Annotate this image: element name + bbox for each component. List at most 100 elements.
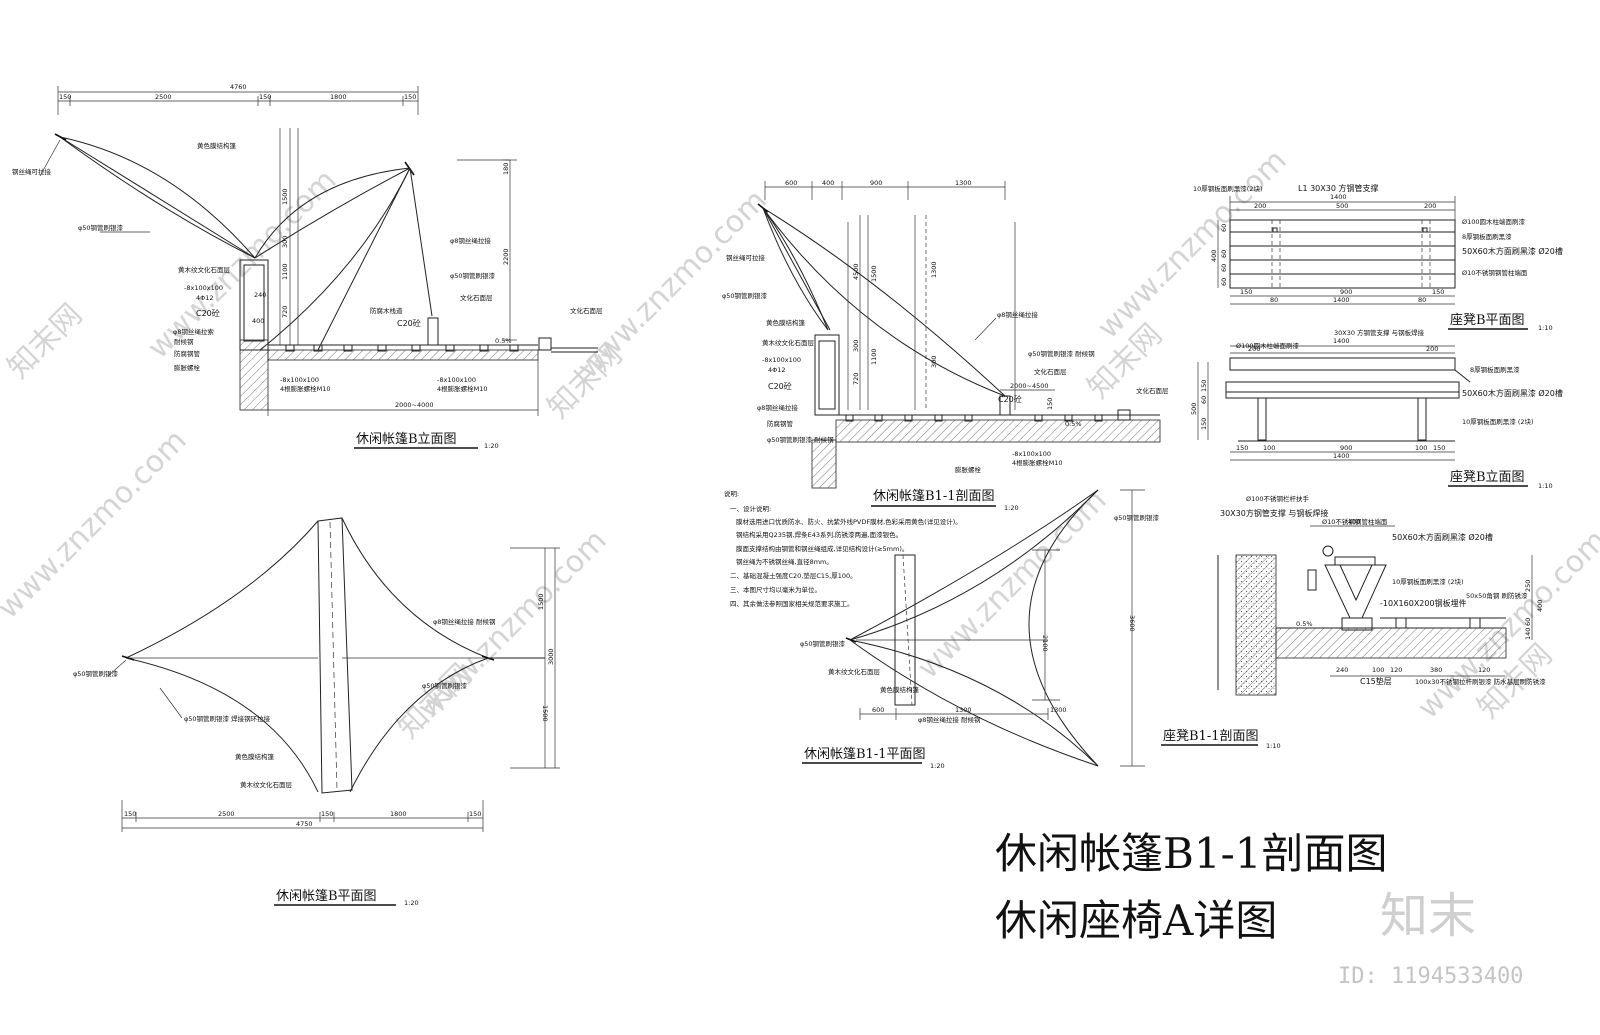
- bench-sec-label-rail: Ø100不锈钢栏杆扶手: [1246, 494, 1310, 503]
- elev-b-dim-bottom: 2000~4000: [395, 401, 434, 409]
- elev-b-dim-v4: 720: [281, 306, 289, 318]
- watermark-brand-1: 知末网: [1, 297, 89, 385]
- sec-b1-label-c20-r: C20砼: [998, 394, 1022, 404]
- bench-elev-dim-b2: 100: [1263, 444, 1275, 452]
- plan-b-drawing: 1500 3000 1500 150 2500 150 1800 150 475…: [73, 517, 560, 907]
- sec-b1-dim-v8: 150: [1046, 398, 1054, 410]
- elev-b-label-plate: -8x100x100: [184, 284, 223, 292]
- plan-b1-label-pipe-t: φ50钢管刷银漆: [1114, 513, 1160, 522]
- sec-b1-label-c20: C20砼: [768, 381, 792, 391]
- sec-b1-slope: 0.5%: [1065, 420, 1082, 428]
- elev-b-label-deck: 防腐木栈道: [370, 306, 403, 315]
- bench-sec-dim-b1: 240: [1336, 666, 1348, 674]
- bench-sec-label-angle: 50x50角钢 刷防锈漆: [1466, 591, 1528, 600]
- plan-b-label-stone: 黄木纹文化石面层: [240, 780, 293, 789]
- plan-b-label-pipe-r: φ50钢管刷银漆: [422, 681, 468, 690]
- elev-b-label-400: 400: [252, 317, 264, 325]
- bench-plan-label-tube: L1 30X30 方钢管支撑: [1298, 183, 1378, 193]
- elev-b-label-stone-far: 文化石面层: [570, 306, 603, 315]
- elev-b-label-steel: 耐候钢: [174, 337, 194, 346]
- sec-b1-label-plate-r: -8x100x100: [1012, 450, 1051, 458]
- bench-sec-dim-b4: 380: [1430, 666, 1442, 674]
- watermark-id: ID: 1194533400: [1338, 964, 1523, 989]
- elev-b-label-plate-r: -8x100x100: [437, 376, 476, 384]
- plan-b-dim-4: 1800: [390, 810, 407, 818]
- watermark-logo: 知末: [1380, 888, 1476, 944]
- bench-elev-dim-l4: 150: [1200, 418, 1208, 430]
- bench-sec-label-post: Ø10不锈钢钢管柱端面: [1322, 517, 1388, 526]
- bench-sec-dim-r4: 140: [1524, 628, 1532, 640]
- bench-sec-scale: 1:10: [1266, 742, 1281, 750]
- sec-b1-label-cable: 钢丝绳可拉接: [726, 253, 766, 262]
- elev-b-label-240: 240: [254, 291, 266, 299]
- plan-b-dim-2: 2500: [218, 810, 235, 818]
- bench-sec-dim-top: 400: [1348, 518, 1360, 526]
- sec-b1-scale: 1:20: [1004, 504, 1019, 512]
- elev-b-dim-v3: 300: [281, 236, 289, 248]
- plan-b1-dim-v1: 2100: [1041, 635, 1049, 652]
- bench-sec-label-embed: -10X160X200钢板埋件: [1380, 598, 1467, 608]
- sec-b1-dim-v3: 1300: [930, 261, 938, 278]
- plan-b-dim-total: 4750: [296, 820, 313, 828]
- sec-b1-dim-v6: 720: [852, 373, 860, 385]
- bench-elev-dim-b1: 150: [1236, 444, 1248, 452]
- bench-sec-label-plate: 10厚钢板面刷黑漆 (2块): [1392, 577, 1464, 586]
- watermark-site-1: www.znzmo.com: [141, 163, 344, 366]
- sec-b1-label-plate: -8x100x100: [762, 356, 801, 364]
- bench-elev-dim-l3: 500: [1190, 403, 1198, 415]
- bench-elevation-drawing: 1400 200 200 150 100 900 100 150 1400 15…: [1190, 328, 1563, 490]
- bench-elev-dim-b4: 100: [1415, 444, 1427, 452]
- elev-b-deck-supports: [285, 344, 519, 352]
- bench-sec-dim-r1: 250: [1524, 580, 1532, 592]
- sec-b1-dim-v1: 4500: [852, 263, 860, 280]
- notes-line-2: 膜材选用进口优质防水、防火、抗紫外线PVDF膜材,色彩采用黄色(详见设计)。: [736, 517, 962, 526]
- sec-b1-label-cable-r: φ8钢丝绳拉接: [997, 310, 1038, 319]
- elev-b-label-bolts: 4根膨胀螺栓M10: [437, 384, 488, 393]
- bench-plan-dim-a: 200: [1254, 202, 1266, 210]
- bench-plan-dim-l1: 400: [1210, 250, 1218, 262]
- sec-b1-label-stone-r: 文化石面层: [1034, 367, 1067, 376]
- notes-heading: 说明:: [724, 489, 739, 498]
- elev-b-dim-v6: 2200: [502, 248, 510, 265]
- bench-plan-label-plate: 10厚钢板面刷黑漆(2块): [1193, 184, 1262, 193]
- sec-b1-label-stone-far: 文化石面层: [1136, 386, 1169, 395]
- watermark-site-6: www.znzmo.com: [1091, 143, 1294, 346]
- bench-elev-label-wood: Ø100圆木柱端面刷漆: [1236, 341, 1300, 350]
- plan-b1-dim-v2: 3600: [1128, 615, 1136, 632]
- plan-b1-label-stone: 黄木纹文化石面层: [828, 667, 881, 676]
- plan-b1-label-cable: φ8钢丝绳拉接 耐候钢: [918, 715, 981, 724]
- notes-line-3: 钢结构采用Q235钢,焊条E43系列,防锈漆两遍,面漆银色。: [736, 530, 902, 539]
- elev-b-label-cable-r: φ8钢丝绳拉接: [450, 236, 491, 245]
- bench-sec-slope: 0.5%: [1296, 620, 1313, 628]
- sec-b1-title: 休闲帐篷B1-1剖面图: [873, 489, 995, 504]
- bench-plan-dim-l5: 60: [1220, 278, 1228, 286]
- plan-b1-label-pipe-l: φ50钢管刷银漆: [800, 639, 846, 648]
- sec-b1-dim-v5: 300: [930, 356, 938, 368]
- plan-b-dim-r1: 1500: [537, 593, 545, 610]
- bench-plan-dim-l2: 60: [1220, 224, 1228, 232]
- bench-sec-label-timber: 50X60木方面刷黑漆 Ø20槽: [1392, 532, 1493, 542]
- bench-elev-dim-top: 1400: [1333, 337, 1350, 345]
- bench-elev-dim-b3: 900: [1340, 444, 1352, 452]
- bench-plan-dim-l4: 60: [1220, 264, 1228, 272]
- sec-b1-label-membrane: 黄色膜结构篷: [766, 318, 806, 327]
- elev-b-label-bolts-b: 4根膨胀螺栓M10: [280, 384, 331, 393]
- bench-plan-dim-c: 200: [1424, 202, 1436, 210]
- bench-plan-dim-total: 1400: [1333, 296, 1350, 304]
- sec-b1-label-pipe: φ50钢管刷银漆: [722, 291, 768, 300]
- notes-line-8: 四、其余做法参照国家相关规范要求施工。: [730, 599, 854, 608]
- sec-b1-label-pipe-r: φ50钢管刷银漆 耐候钢: [1028, 349, 1095, 358]
- bench-plan-scale: 1:10: [1538, 324, 1553, 332]
- design-notes: 说明: 一、设计说明: 膜材选用进口优质防水、防火、抗紫外线PVDF膜材,色彩采…: [724, 489, 962, 608]
- elev-b-dim-4: 1800: [330, 93, 347, 101]
- elev-b-label-plate-b: -8x100x100: [280, 376, 319, 384]
- plan-b1-scale: 1:20: [930, 762, 945, 770]
- elev-b-dim-total: 4760: [230, 83, 247, 91]
- plan-b-dim-5: 150: [469, 810, 481, 818]
- elev-b-label-anchor: 膨胀螺栓: [174, 363, 201, 372]
- sec-b1-dim-3: 900: [870, 179, 882, 187]
- bench-sec-dim-b5: 120: [1478, 666, 1490, 674]
- elev-b-dim-5: 150: [404, 93, 416, 101]
- watermark-site-5: www.znzmo.com: [911, 483, 1114, 686]
- notes-line-5: 钢丝绳为不锈钢丝绳,直径8mm。: [736, 557, 833, 566]
